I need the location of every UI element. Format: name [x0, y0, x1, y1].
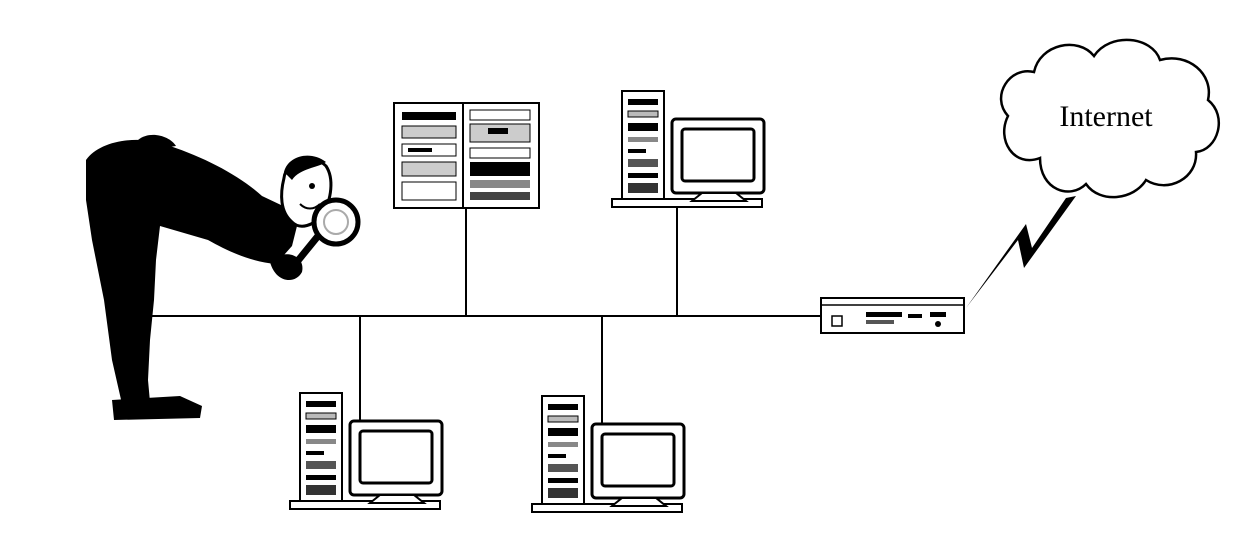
computer-icon-bottom-left	[288, 391, 444, 511]
wan-link-lightning-icon	[966, 196, 1076, 308]
computer-icon-top	[610, 89, 766, 209]
computer-icon-bottom-right	[530, 394, 686, 514]
detective-with-magnifier-icon	[86, 134, 361, 420]
internet-label: Internet	[1059, 100, 1153, 133]
internet-cloud-icon: Internet	[999, 38, 1221, 199]
server-icon	[393, 102, 540, 209]
router-icon	[820, 297, 965, 334]
